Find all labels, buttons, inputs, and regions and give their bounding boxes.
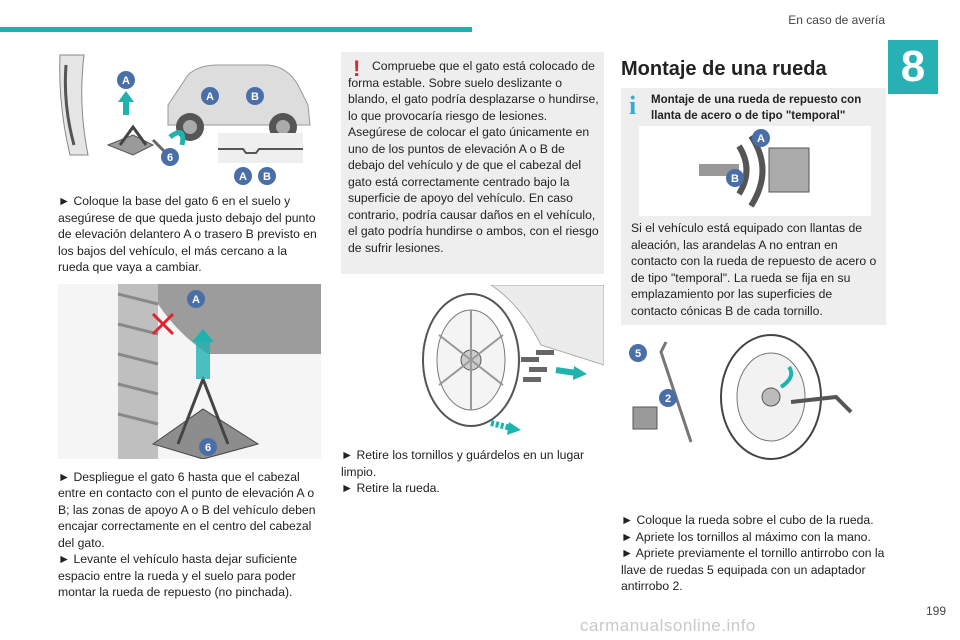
label-a: A	[192, 294, 200, 306]
watermark: carmanualsonline.info	[580, 616, 756, 635]
label-a: A	[122, 75, 130, 87]
jack-raising-illustration: A 6	[58, 283, 321, 459]
label-b: B	[731, 173, 739, 185]
label-a: A	[757, 133, 765, 145]
wheel-mounting-illustration: 5 2	[621, 332, 886, 462]
warning-text: Compruebe que el gato está colocado de f…	[348, 58, 600, 256]
section-title: En caso de avería	[788, 13, 885, 27]
instruction-tighten-antitheft: ► Apriete previamente el tornillo antirr…	[621, 546, 885, 593]
chapter-number-tab: 8	[888, 40, 938, 94]
instruction-remove-wheel: ► Retire la rueda.	[341, 481, 440, 495]
label-6: 6	[205, 442, 211, 454]
header-accent-bar	[0, 27, 472, 32]
instruction-remove-bolts: ► Retire los tornillos y guárdelos en un…	[341, 448, 585, 479]
wheel-removal-illustration	[341, 285, 604, 435]
column-1: A A B 6 A B ► Coloque la base del gato 6…	[58, 45, 321, 601]
label-a: A	[206, 91, 214, 103]
instruction-place-jack: ► Coloque la base del gato 6 en el suelo…	[58, 194, 317, 274]
page-number: 199	[925, 604, 946, 618]
instruction-raise-vehicle: ► Levante el vehículo hasta dejar sufici…	[58, 552, 298, 599]
column-2: ► Retire los tornillos y guárdelos en un…	[341, 285, 604, 497]
warning-icon: !	[353, 56, 361, 81]
info-box: i Montaje de una rueda de repuesto con l…	[621, 88, 886, 325]
info-icon: i	[629, 91, 637, 120]
jack-placement-illustration: A A B 6 A B	[58, 45, 321, 185]
instruction-deploy-jack: ► Despliegue el gato 6 hasta que el cabe…	[58, 469, 316, 550]
label-b: B	[251, 91, 259, 103]
warning-text-body: Compruebe que el gato está colocado de f…	[348, 59, 599, 255]
section-heading: Montaje de una rueda	[621, 58, 827, 80]
instruction-place-wheel: ► Coloque la rueda sobre el cubo de la r…	[621, 513, 874, 527]
label-5: 5	[635, 348, 641, 360]
label-6: 6	[167, 152, 173, 164]
column-3: 5 2 ► Coloque la rueda sobre el cubo de …	[621, 332, 886, 595]
info-text: Si el vehículo está equipado con llantas…	[631, 221, 877, 318]
warning-box: ! Compruebe que el gato está colocado de…	[341, 52, 604, 274]
bolt-washer-illustration: A B	[639, 126, 871, 216]
label-2: 2	[665, 393, 671, 405]
label-b: B	[263, 171, 271, 183]
info-title: Montaje de una rueda de repuesto con lla…	[651, 94, 862, 122]
instruction-tighten-hand: ► Apriete los tornillos al máximo con la…	[621, 529, 871, 544]
label-a: A	[239, 171, 247, 183]
